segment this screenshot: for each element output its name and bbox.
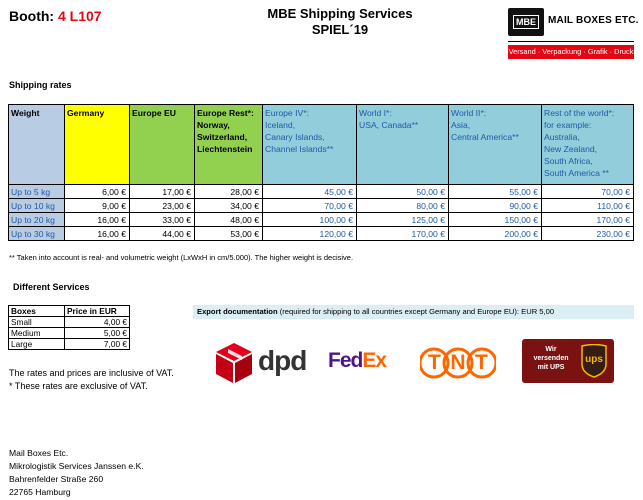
booth-label: Booth: (9, 8, 55, 24)
column-header-rest-of-world: Rest of the world*: for example: Austral… (541, 104, 634, 185)
fedex-ex-text: Ex (362, 349, 387, 372)
tnt-wordmark: TNT (428, 351, 498, 374)
weight-cell: Up to 30 kg (8, 226, 65, 241)
rate-cell: 170,00 € (356, 226, 449, 241)
export-documentation-text: (required for shipping to all countries … (277, 307, 555, 316)
rate-cell: 6,00 € (64, 184, 130, 199)
logo-divider (508, 41, 634, 42)
rate-cell: 34,00 € (194, 198, 263, 213)
company-address: Mail Boxes Etc. Mikrologistik Services J… (9, 447, 144, 499)
export-documentation-label: Export documentation (197, 307, 278, 316)
rate-cell: 17,00 € (129, 184, 195, 199)
rate-cell: 125,00 € (356, 212, 449, 227)
rate-cell: 230,00 € (541, 226, 634, 241)
column-header-world-i: World I*: USA, Canada** (356, 104, 449, 185)
fedex-fed-text: Fed (328, 349, 363, 372)
rate-cell: 90,00 € (448, 198, 542, 213)
column-header-price: Price in EUR (64, 305, 130, 317)
mbe-logo: MBE MAIL BOXES ETC. Versand · Verpackung… (508, 8, 638, 59)
ups-shield-icon: ups (580, 344, 608, 378)
table-row: Up to 5 kg 6,00 € 17,00 € 28,00 € 45,00 … (8, 184, 634, 199)
title-block: MBE Shipping Services SPIEL´19 (230, 6, 450, 38)
address-line: Mail Boxes Etc. (9, 448, 69, 458)
rate-cell: 200,00 € (448, 226, 542, 241)
table-row: Up to 30 kg 16,00 € 44,00 € 53,00 € 120,… (8, 226, 634, 241)
booth-info: Booth: 4 L107 (9, 8, 102, 24)
dpd-logo: dpd (214, 341, 307, 385)
vat-inclusive-note: The rates and prices are inclusive of VA… (9, 368, 174, 378)
table-row: Up to 10 kg 9,00 € 23,00 € 34,00 € 70,00… (8, 198, 634, 213)
shipping-rates-heading: Shipping rates (9, 80, 72, 90)
rate-cell: 45,00 € (262, 184, 357, 199)
rate-cell: 110,00 € (541, 198, 634, 213)
rate-cell: 70,00 € (262, 198, 357, 213)
page-subtitle: SPIEL´19 (311, 22, 369, 37)
table-row: Medium 5,00 € (8, 327, 130, 339)
mbe-logo-brand: MAIL BOXES ETC. (548, 15, 639, 26)
page-title: MBE Shipping Services (267, 6, 413, 21)
rate-cell: 55,00 € (448, 184, 542, 199)
column-header-world-ii: World II*: Asia, Central America** (448, 104, 542, 185)
boxes-price-table: Boxes Price in EUR Small 4,00 € Medium 5… (8, 305, 130, 350)
table-row: Small 4,00 € (8, 316, 130, 328)
address-line: 22765 Hamburg (9, 487, 71, 497)
rate-cell: 48,00 € (194, 212, 263, 227)
weight-cell: Up to 20 kg (8, 212, 65, 227)
boxes-header-row: Boxes Price in EUR (8, 305, 130, 317)
ups-mark: ups (585, 354, 603, 365)
vat-exclusive-note: * These rates are exclusive of VAT. (9, 381, 148, 391)
rate-cell: 23,00 € (129, 198, 195, 213)
column-header-europe-iv: Europe IV*: Iceland, Canary Islands, Cha… (262, 104, 357, 185)
box-price: 7,00 € (64, 338, 130, 350)
rate-cell: 33,00 € (129, 212, 195, 227)
weight-cell: Up to 10 kg (8, 198, 65, 213)
mbe-logo-tagline: Versand · Verpackung · Grafik · Druck (508, 45, 634, 59)
column-header-weight: Weight (8, 104, 65, 185)
box-price: 5,00 € (64, 327, 130, 339)
rate-cell: 70,00 € (541, 184, 634, 199)
rate-cell: 16,00 € (64, 212, 130, 227)
box-price: 4,00 € (64, 316, 130, 328)
column-header-boxes: Boxes (8, 305, 65, 317)
ups-logo: Wir versenden mit UPS ups (522, 339, 614, 383)
box-name: Medium (8, 327, 65, 339)
weight-cell: Up to 5 kg (8, 184, 65, 199)
table-row: Large 7,00 € (8, 338, 130, 350)
box-name: Small (8, 316, 65, 328)
rate-cell: 9,00 € (64, 198, 130, 213)
box-name: Large (8, 338, 65, 350)
table-header-row: Weight Germany Europe EU Europe Rest*: N… (8, 104, 634, 185)
table-row: Up to 20 kg 16,00 € 33,00 € 48,00 € 100,… (8, 212, 634, 227)
ups-slogan: Wir versenden mit UPS (533, 346, 569, 371)
different-services-heading: Different Services (13, 282, 90, 292)
rate-cell: 16,00 € (64, 226, 130, 241)
rate-cell: 28,00 € (194, 184, 263, 199)
rate-cell: 50,00 € (356, 184, 449, 199)
rate-cell: 44,00 € (129, 226, 195, 241)
address-line: Mikrologistik Services Janssen e.K. (9, 461, 144, 471)
shipping-rates-table: Weight Germany Europe EU Europe Rest*: N… (8, 104, 634, 241)
dpd-wordmark: dpd (258, 345, 307, 376)
booth-number: 4 L107 (57, 8, 102, 24)
weight-footnote: ** Taken into account is real- and volum… (9, 253, 354, 262)
column-header-germany: Germany (64, 104, 130, 185)
rate-cell: 150,00 € (448, 212, 542, 227)
fedex-logo: FedEx (328, 349, 408, 375)
column-header-europe-eu: Europe EU (129, 104, 195, 185)
tnt-logo: TNT (418, 346, 498, 380)
export-documentation-note: Export documentation (required for shipp… (193, 305, 634, 319)
mbe-logo-mark: MBE (508, 8, 544, 36)
address-line: Bahrenfelder Straße 260 (9, 474, 104, 484)
rate-cell: 53,00 € (194, 226, 263, 241)
rate-cell: 120,00 € (262, 226, 357, 241)
rate-cell: 170,00 € (541, 212, 634, 227)
rate-cell: 80,00 € (356, 198, 449, 213)
rate-cell: 100,00 € (262, 212, 357, 227)
dpd-cube-icon (216, 343, 252, 383)
column-header-europe-rest: Europe Rest*: Norway, Switzerland, Liech… (194, 104, 263, 185)
